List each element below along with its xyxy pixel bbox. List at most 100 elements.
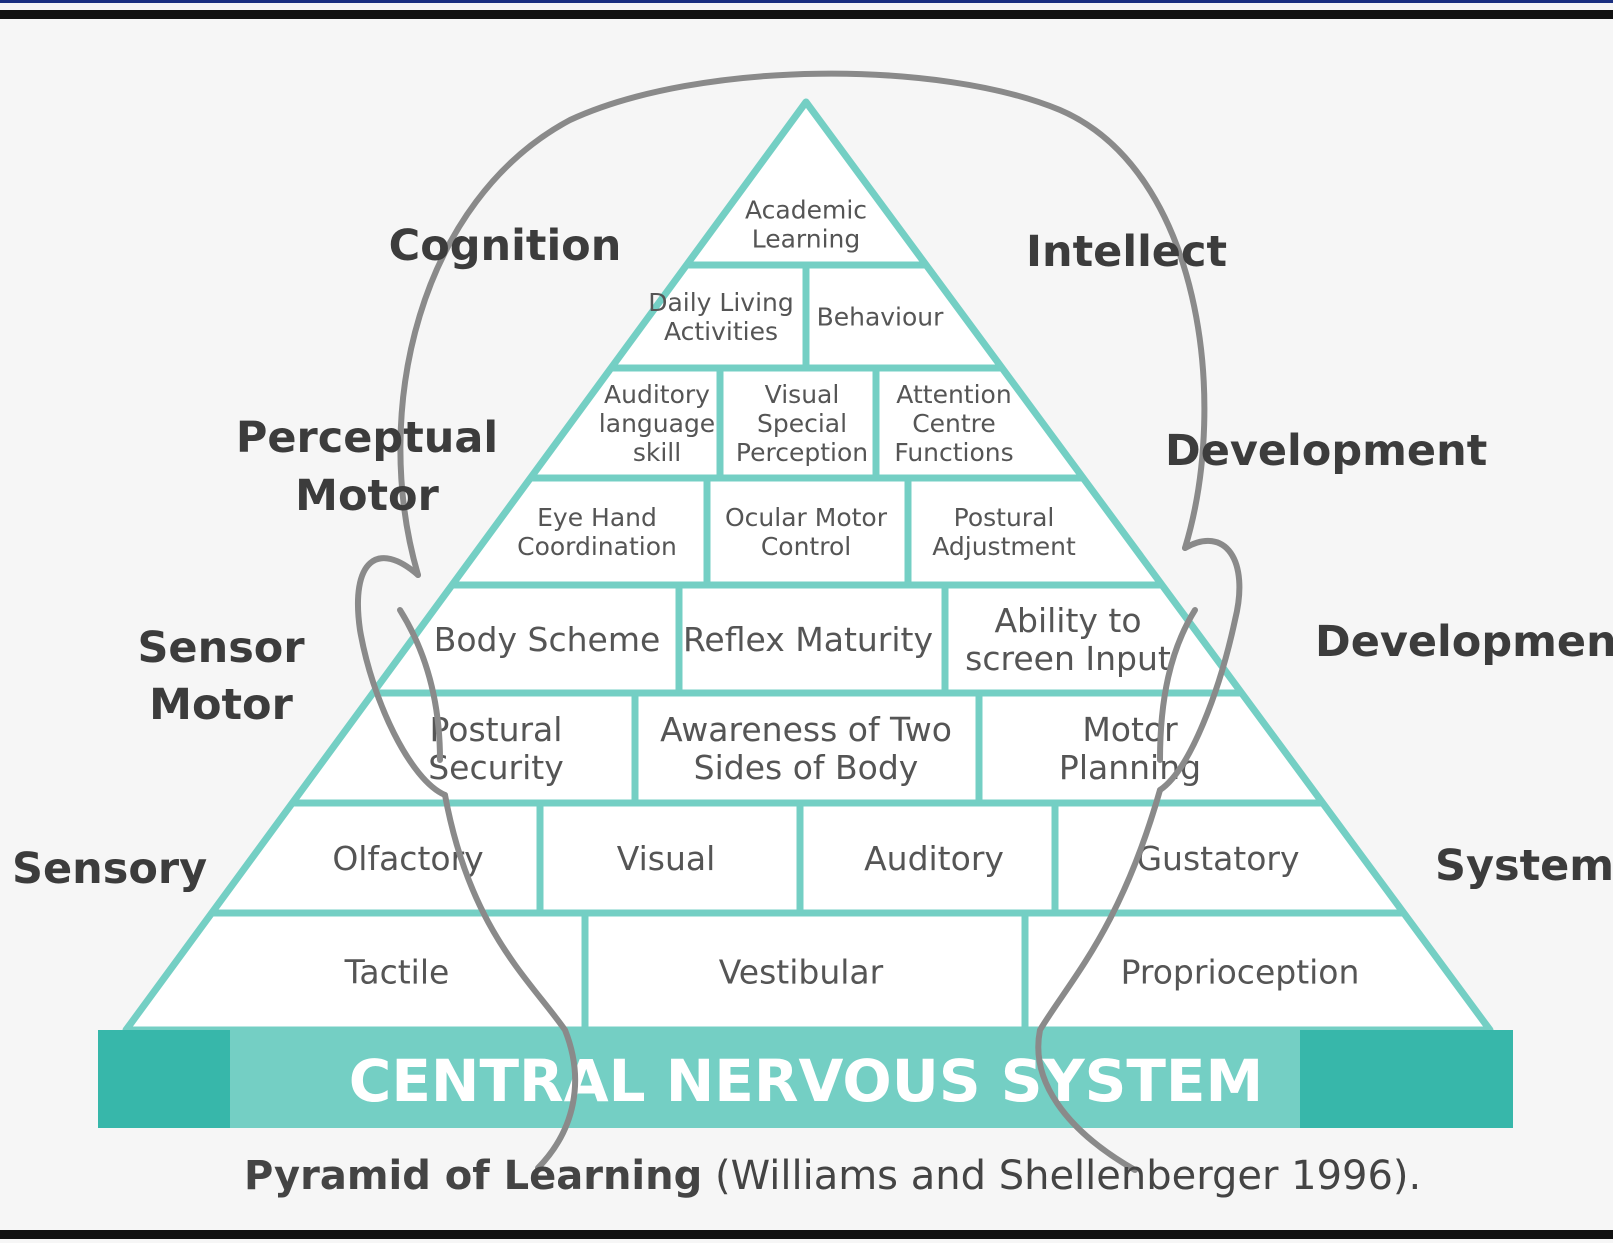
right-side-label: Development — [1165, 426, 1487, 476]
pyramid-cell-label-line: screen Input — [965, 639, 1171, 678]
pyramid-cell-label-line: Auditory — [604, 380, 710, 409]
frame-top-bar — [0, 10, 1613, 19]
pyramid-cell-label-line: Daily Living — [648, 288, 794, 317]
pyramid-cell: Vestibular — [719, 952, 884, 991]
caption-citation: (Williams and Shellenberger 1996). — [702, 1153, 1421, 1199]
pyramid-cell-label: Vestibular — [719, 952, 884, 991]
pyramid-cell-label-line: Proprioception — [1121, 952, 1360, 991]
left-side-label-line: Sensor — [137, 623, 305, 673]
pyramid-cell-label-line: Centre — [912, 409, 996, 438]
pyramid-cell-label-line: Learning — [752, 225, 861, 254]
pyramid-cell-label-line: Body Scheme — [434, 620, 661, 659]
pyramid-cell-label: Reflex Maturity — [683, 620, 933, 659]
pyramid-cell-label-line: Gustatory — [1136, 839, 1299, 878]
right-side-label-line: System — [1435, 841, 1613, 891]
pyramid-cell-label-line: Eye Hand — [537, 503, 657, 532]
head-outline-icon — [354, 70, 1243, 1173]
pyramid-cell-label-line: Vestibular — [719, 952, 884, 991]
pyramid-cell-label: Gustatory — [1136, 839, 1299, 878]
pyramid-cell-label-line: Auditory — [864, 839, 1004, 878]
pyramid-cell-label-line: Perception — [736, 438, 868, 467]
pyramid-cell-label-line: Ability to — [994, 601, 1141, 640]
pyramid-cell-label-line: Postural — [954, 503, 1055, 532]
pyramid-cell-label-line: Attention — [896, 380, 1011, 409]
cns-base-label: CENTRAL NERVOUS SYSTEM — [349, 1047, 1264, 1115]
pyramid-cell: Auditory — [864, 839, 1004, 878]
pyramid-cell-label: Tactile — [344, 952, 450, 991]
right-side-label: Development — [1315, 617, 1613, 667]
right-side-label-line: Development — [1315, 617, 1613, 667]
pyramid-cell-label: Behaviour — [817, 303, 945, 332]
pyramid-cell-label-line: Security — [428, 748, 564, 787]
diagram-caption: Pyramid of Learning (Williams and Shelle… — [244, 1153, 1421, 1199]
pyramid-cell-label-line: Visual — [617, 839, 716, 878]
cns-base-bar — [98, 1030, 1513, 1128]
pyramid-cell: Visual — [617, 839, 716, 878]
right-side-label-line: Development — [1165, 426, 1487, 476]
pyramid-cell-label-line: skill — [633, 438, 681, 467]
pyramid-cell: Tactile — [344, 952, 450, 991]
pyramid-cell-label-line: Tactile — [344, 952, 450, 991]
cns-base-right-cap — [1300, 1030, 1513, 1128]
left-side-label: Cognition — [389, 221, 622, 271]
pyramid-cell-label-line: Academic — [745, 196, 867, 225]
pyramid-cell: Reflex Maturity — [683, 620, 933, 659]
pyramid-cell-label-line: Behaviour — [817, 303, 945, 332]
pyramid-cell-label-line: Postural — [430, 710, 563, 749]
left-side-label: Sensory — [12, 844, 207, 894]
pyramid-cell-label-line: Visual — [765, 380, 840, 409]
pyramid-cell-label: Proprioception — [1121, 952, 1360, 991]
frame-bottom-bar — [0, 1230, 1613, 1239]
pyramid-cell: Body Scheme — [434, 620, 661, 659]
pyramid-cell: Behaviour — [817, 303, 945, 332]
pyramid-cell: Proprioception — [1121, 952, 1360, 991]
pyramid-cell-label: Auditory — [864, 839, 1004, 878]
frame-top-line — [0, 0, 1613, 3]
right-side-label: System — [1435, 841, 1613, 891]
pyramid-cell-label-line: Functions — [894, 438, 1013, 467]
pyramid-cell-label-line: Activities — [664, 317, 778, 346]
left-side-label-line: Perceptual — [236, 413, 498, 463]
left-side-label-line: Motor — [149, 680, 293, 730]
left-side-label-line: Motor — [295, 471, 439, 521]
left-side-label-line: Sensory — [12, 844, 207, 894]
pyramid-cell-label-line: Reflex Maturity — [683, 620, 933, 659]
pyramid-cell-label-line: Control — [761, 532, 851, 561]
pyramid-cell-label: Body Scheme — [434, 620, 661, 659]
left-side-label-line: Cognition — [389, 221, 622, 271]
pyramid-cell-label-line: language — [599, 409, 715, 438]
caption-title: Pyramid of Learning — [244, 1153, 702, 1199]
pyramid-cell-label-line: Coordination — [517, 532, 677, 561]
pyramid-cell-label-line: Sides of Body — [694, 748, 919, 787]
cns-base-left-cap — [98, 1030, 230, 1128]
right-side-label: Intellect — [1026, 227, 1227, 277]
pyramid-cell-label-line: Adjustment — [932, 532, 1076, 561]
pyramid-cell: Gustatory — [1136, 839, 1299, 878]
pyramid-cell-label: Visual — [617, 839, 716, 878]
